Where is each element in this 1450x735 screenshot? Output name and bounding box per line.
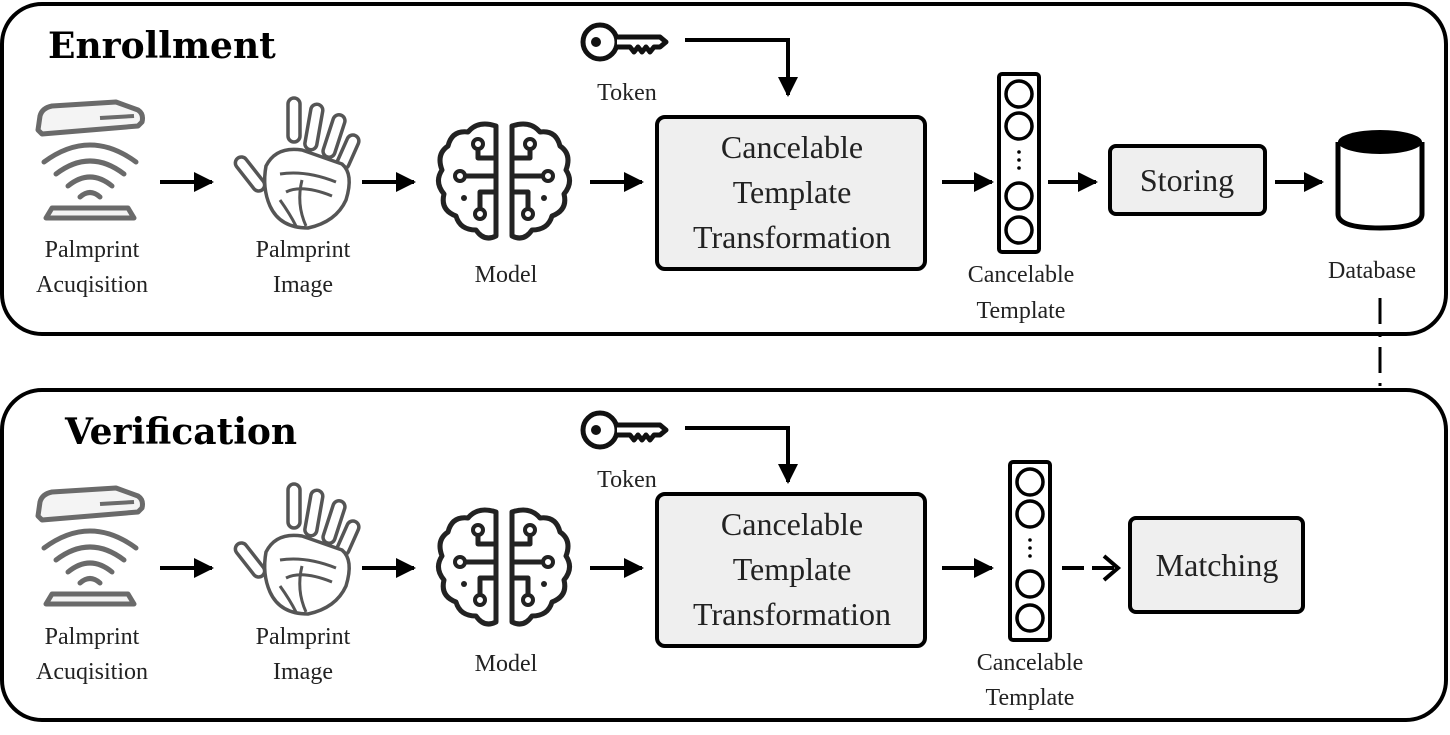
- token-arrow: [685, 38, 798, 97]
- matching-box: [1128, 516, 1305, 614]
- acquisition-label-line2: Acuqisition: [36, 659, 148, 685]
- token-label: Token: [597, 467, 657, 493]
- transformation-box: [655, 492, 927, 648]
- template-label-line1: Cancelable: [977, 650, 1084, 676]
- storing-box: [1108, 144, 1267, 216]
- transformation-label-line3: Transformation: [693, 219, 891, 255]
- acquisition-label-line1: Palmprint: [45, 624, 140, 650]
- transformation-label-line2: Template: [733, 174, 852, 210]
- enrollment-title: Enrollment: [48, 25, 276, 67]
- database-label: Database: [1328, 258, 1416, 284]
- template-vector-icon: [997, 72, 1041, 254]
- model-label: Model: [475, 262, 538, 288]
- transformation-label-line3: Transformation: [693, 596, 891, 632]
- template-label-line1: Cancelable: [968, 262, 1075, 288]
- template-label-line2: Template: [977, 298, 1066, 324]
- acquisition-label-line1: Palmprint: [45, 237, 140, 263]
- transformation-label-line1: Cancelable: [721, 506, 863, 542]
- image-label-line2: Image: [273, 272, 333, 298]
- verification-panel: Verification Token Palmprint Acuqisition…: [0, 388, 1448, 722]
- acquisition-label-line2: Acuqisition: [36, 272, 148, 298]
- image-label-line2: Image: [273, 659, 333, 685]
- verification-title: Verification: [64, 411, 297, 453]
- matching-label: Matching: [1156, 547, 1279, 583]
- model-label: Model: [475, 651, 538, 677]
- token-label: Token: [597, 80, 657, 106]
- image-label-line1: Palmprint: [256, 624, 351, 650]
- transformation-label-line2: Template: [733, 551, 852, 587]
- dashed-arrowhead: [1102, 554, 1122, 582]
- storing-label: Storing: [1140, 162, 1234, 198]
- enrollment-panel: Enrollment Token Palmprint Acuqisition P…: [0, 2, 1448, 336]
- transformation-box: [655, 115, 927, 271]
- image-label-line1: Palmprint: [256, 237, 351, 263]
- database-icon: [1335, 130, 1425, 231]
- token-arrow: [685, 426, 798, 484]
- template-label-line2: Template: [986, 685, 1075, 711]
- transformation-label-line1: Cancelable: [721, 129, 863, 165]
- template-vector-icon: [1008, 460, 1052, 642]
